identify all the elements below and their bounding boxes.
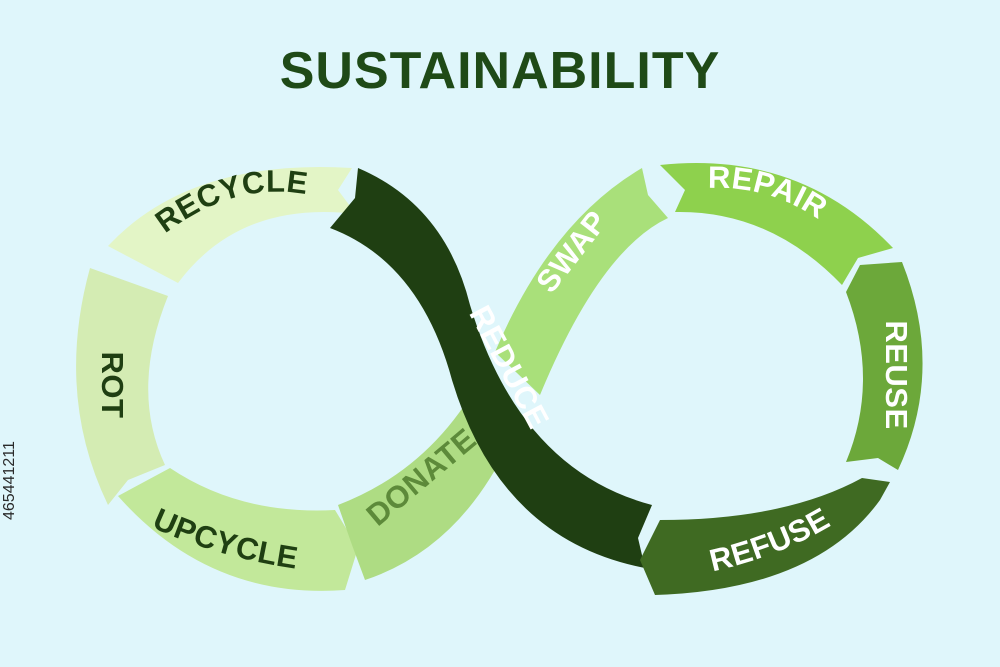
- segment-reuse-label: REUSE: [879, 320, 914, 429]
- segment-rot-arrow: [76, 268, 168, 505]
- segment-repair: REPAIR: [660, 160, 893, 285]
- segment-repair-arrow: [660, 163, 893, 285]
- segment-swap-arrow: [495, 168, 668, 395]
- image-id-text: 465441211: [1, 441, 18, 520]
- segment-refuse-arrow: [640, 478, 890, 595]
- segment-rot-label: ROT: [95, 352, 130, 419]
- segment-reduce-arrow: [330, 168, 652, 568]
- segment-reuse: REUSE: [846, 262, 923, 470]
- segment-recycle: RECYCLE: [108, 164, 356, 283]
- segment-recycle-arrow: [108, 166, 356, 283]
- segment-reuse-arrow: [846, 262, 923, 470]
- segment-refuse: REFUSE: [640, 478, 890, 595]
- segment-upcycle-arrow: [118, 468, 358, 591]
- segment-rot: ROT: [76, 268, 168, 505]
- segment-upcycle: UPCYCLE: [118, 468, 358, 591]
- diagram-title: SUSTAINABILITY: [280, 42, 721, 100]
